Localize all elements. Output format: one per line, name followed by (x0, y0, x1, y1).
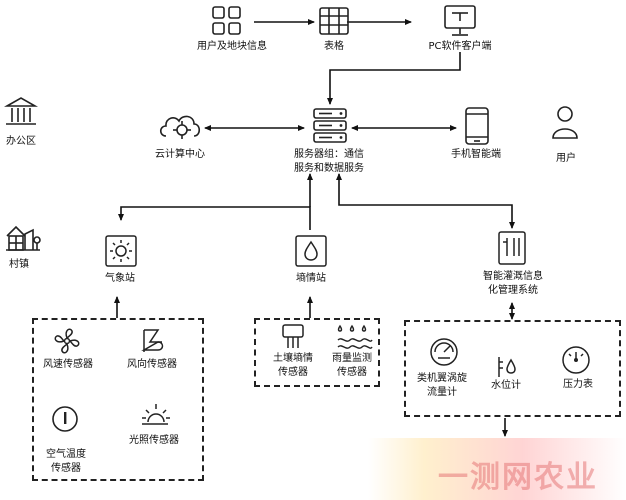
cloud-label: 云计算中心 (155, 149, 205, 160)
irrigation-device-group (404, 320, 621, 417)
server-icon (313, 108, 347, 143)
pressure-gauge-icon (562, 346, 590, 374)
rain-gauge-icon (337, 324, 373, 349)
water-level-icon (498, 357, 516, 377)
water-drop-station-icon (295, 235, 327, 267)
air-temp-sensor-label-line2: 传感器 (51, 463, 81, 474)
watermark: 一测网农业 (368, 438, 626, 500)
weather-station-label: 气象站 (105, 273, 135, 284)
thermometer-dial-icon (52, 406, 78, 432)
rain-sensor-label-line2: 传感器 (337, 367, 367, 378)
light-sun-icon (142, 404, 170, 425)
sun-station-icon (105, 235, 137, 267)
weather-sensor-group (32, 318, 204, 481)
flow-meter-icon (430, 338, 458, 366)
pressure-gauge-label: 压力表 (563, 379, 593, 390)
control-cabinet-icon (498, 231, 526, 265)
server-label-line1: 服务器组：通信 (294, 149, 364, 160)
soil-sensor-label-line2: 传感器 (278, 367, 308, 378)
soil-station-label: 墒情站 (296, 273, 326, 284)
user-icon (552, 106, 578, 139)
tablet-icon (465, 107, 489, 145)
soil-sensor-label-line1: 土壤墒情 (273, 353, 313, 364)
table-icon (319, 7, 349, 35)
building-icon (4, 97, 38, 125)
cloud-icon (159, 115, 201, 139)
air-temp-sensor-label-line1: 空气温度 (46, 449, 86, 460)
irrigation-label-line2: 化管理系统 (488, 285, 538, 296)
village-label: 村镇 (9, 259, 29, 270)
users-land-label: 用户及地块信息 (197, 41, 267, 52)
village-icon (6, 225, 41, 251)
user-label: 用户 (556, 153, 576, 164)
monitor-icon (444, 5, 476, 36)
wind-vane-icon (141, 329, 164, 352)
wind-speed-sensor-label: 风速传感器 (43, 359, 93, 370)
soil-sensor-group (254, 318, 380, 387)
watermark-text: 一测网农业 (438, 460, 598, 495)
light-sensor-label: 光照传感器 (129, 435, 179, 446)
water-level-label: 水位计 (491, 380, 521, 391)
rain-sensor-label-line1: 雨量监测 (332, 353, 372, 364)
arrow-server-irrigation (336, 173, 515, 229)
arrow-pc-to-server (327, 52, 461, 105)
arrow-to-weather (118, 206, 311, 230)
fan-icon (54, 328, 80, 354)
pc-client-label: PC软件客户端 (428, 41, 492, 52)
flow-meter-label-line2: 流量计 (427, 387, 457, 398)
table-label: 表格 (324, 41, 344, 52)
soil-probe-icon (282, 324, 304, 348)
flow-meter-label-line1: 类机翼涡旋 (417, 373, 467, 384)
irrigation-label-line1: 智能灌溉信息 (483, 271, 543, 282)
office-label: 办公区 (6, 136, 36, 147)
wind-direction-sensor-label: 风向传感器 (127, 359, 177, 370)
mobile-label: 手机智能端 (451, 149, 501, 160)
server-label-line2: 服务和数据服务 (294, 163, 364, 174)
grid-app-icon (212, 6, 241, 35)
